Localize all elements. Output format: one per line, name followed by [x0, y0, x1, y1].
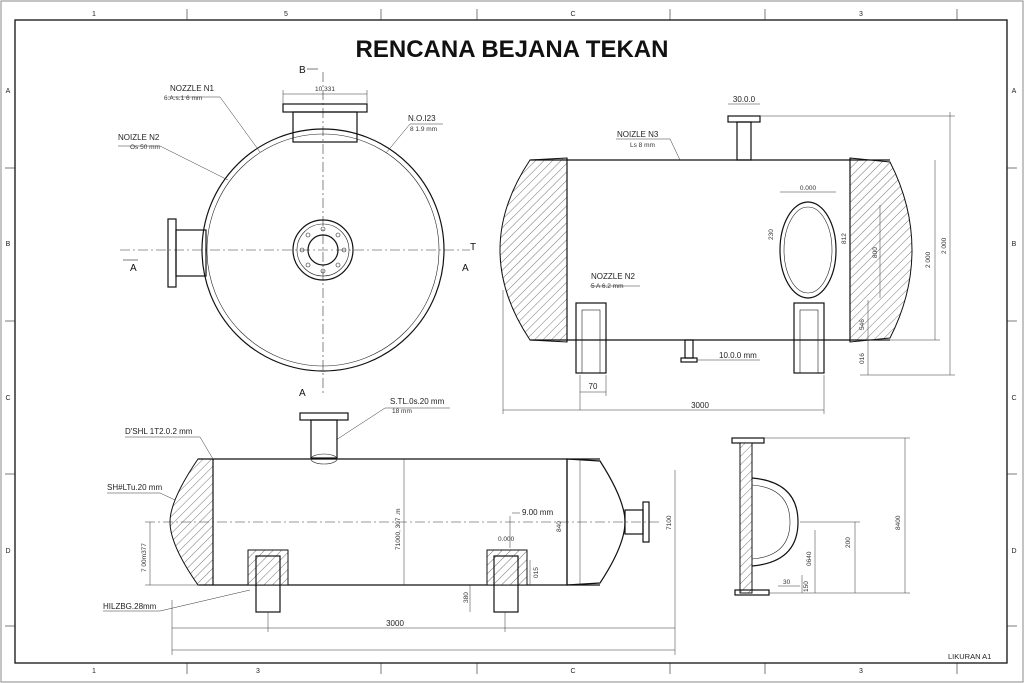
dim-label: 230: [768, 229, 775, 240]
side-view: 30.0.0 0.000 230 812 800 NOZZLE N2 5 A 6…: [499, 95, 955, 414]
dim-label: 0640: [806, 551, 813, 566]
plan-top-nozzle-name: S.TL.0s.20 mm: [390, 397, 445, 406]
noi23-name: N.O.I23: [408, 114, 436, 123]
dim-label: 150: [803, 581, 810, 592]
frame-row-label: D: [1011, 548, 1016, 555]
frame-col-label: 3: [859, 11, 863, 18]
frame-col-label: C: [570, 11, 575, 18]
detail-view: 8400 200 0640 30 150: [731, 437, 910, 596]
dim-label: 800: [872, 247, 879, 258]
dim-label: 9.00 mm: [522, 508, 553, 517]
dim-label: 7 00m377: [141, 543, 148, 572]
dim-label: 3000: [386, 619, 404, 628]
head-thickness-label: SH#LTu.20 mm: [107, 483, 162, 492]
nozzle-n2-name: NOIZLE N2: [118, 133, 160, 142]
frame-row-label: B: [1012, 241, 1017, 248]
drawing-title: RENCANA BEJANA TEKAN: [356, 36, 669, 63]
frame-col-label: C: [570, 668, 575, 675]
frame-row-label: C: [1011, 395, 1016, 402]
sheet-size-label: LIKURAN A1: [948, 652, 991, 661]
dim-label: 380: [463, 592, 470, 603]
dim-label: 015: [533, 567, 540, 578]
end-view: 10.331 NOZZLE N1 6.A.s.1 6 mm NOIZLE N2 …: [118, 65, 476, 399]
section-marker-a-bottom: A: [299, 388, 306, 399]
dim-label: 3000: [691, 401, 709, 410]
dim-label: 2 000: [925, 251, 932, 268]
section-marker-b: B: [299, 65, 306, 76]
nozzle-n1-spec: 6.A.s.1 6 mm: [164, 95, 202, 102]
section-marker-t: T: [470, 242, 476, 253]
dim-label: 200: [845, 537, 852, 548]
noi23-spec: 8 1.9 mm: [410, 126, 437, 133]
nozzle-n3-spec: Ls 8 mm: [630, 142, 655, 149]
section-marker-a-left: A: [130, 263, 137, 274]
frame-row-label: A: [1012, 88, 1017, 95]
plan-top-nozzle-spec: 18 mm: [392, 408, 412, 415]
dim-label: 812: [841, 233, 848, 244]
frame-row-label: D: [5, 548, 10, 555]
frame-col-label: 5: [284, 11, 288, 18]
drain-dim-label: 10.0.0 mm: [719, 351, 757, 360]
side-nozzle-n2-spec: 5 A 6.2 mm: [591, 283, 624, 290]
frame-row-label: B: [6, 241, 11, 248]
dim-label: 8400: [895, 515, 902, 530]
dim-label: 30: [783, 579, 791, 586]
dim-label: 546: [859, 319, 866, 330]
dim-label: 10.331: [315, 86, 335, 93]
dim-label: 016: [859, 353, 866, 364]
dim-label: 7100: [666, 515, 673, 530]
side-nozzle-n2-name: NOZZLE N2: [591, 272, 636, 281]
section-marker-a-right: A: [462, 263, 469, 274]
plan-view: S.TL.0s.20 mm 18 mm D'SHL 1T2.0.2 mm SH#…: [103, 397, 676, 655]
dim-label: 2 000: [941, 237, 948, 254]
dim-label: 71000, 307 .m: [395, 508, 402, 550]
nozzle-n2-spec: Os 50 mm: [130, 144, 160, 151]
dim-label: 0.000: [498, 536, 515, 543]
dim-label: 30.0.0: [733, 95, 756, 104]
nozzle-n1-name: NOZZLE N1: [170, 84, 215, 93]
shell-thickness-label: D'SHL 1T2.0.2 mm: [125, 427, 193, 436]
frame-col-label: 1: [92, 668, 96, 675]
frame-col-label: 3: [859, 668, 863, 675]
frame-col-label: 1: [92, 11, 96, 18]
frame-col-label: 3: [256, 668, 260, 675]
nozzle-n3-name: NOIZLE N3: [617, 130, 659, 139]
frame-row-label: A: [6, 88, 11, 95]
frame-row-label: C: [5, 395, 10, 402]
dim-label: 0.000: [800, 185, 817, 192]
dim-label: 70: [589, 382, 598, 391]
dim-label: 840: [556, 521, 563, 532]
base-plate-label: HILZBG.28mm: [103, 602, 157, 611]
bolt-circle-icon: [299, 226, 347, 274]
